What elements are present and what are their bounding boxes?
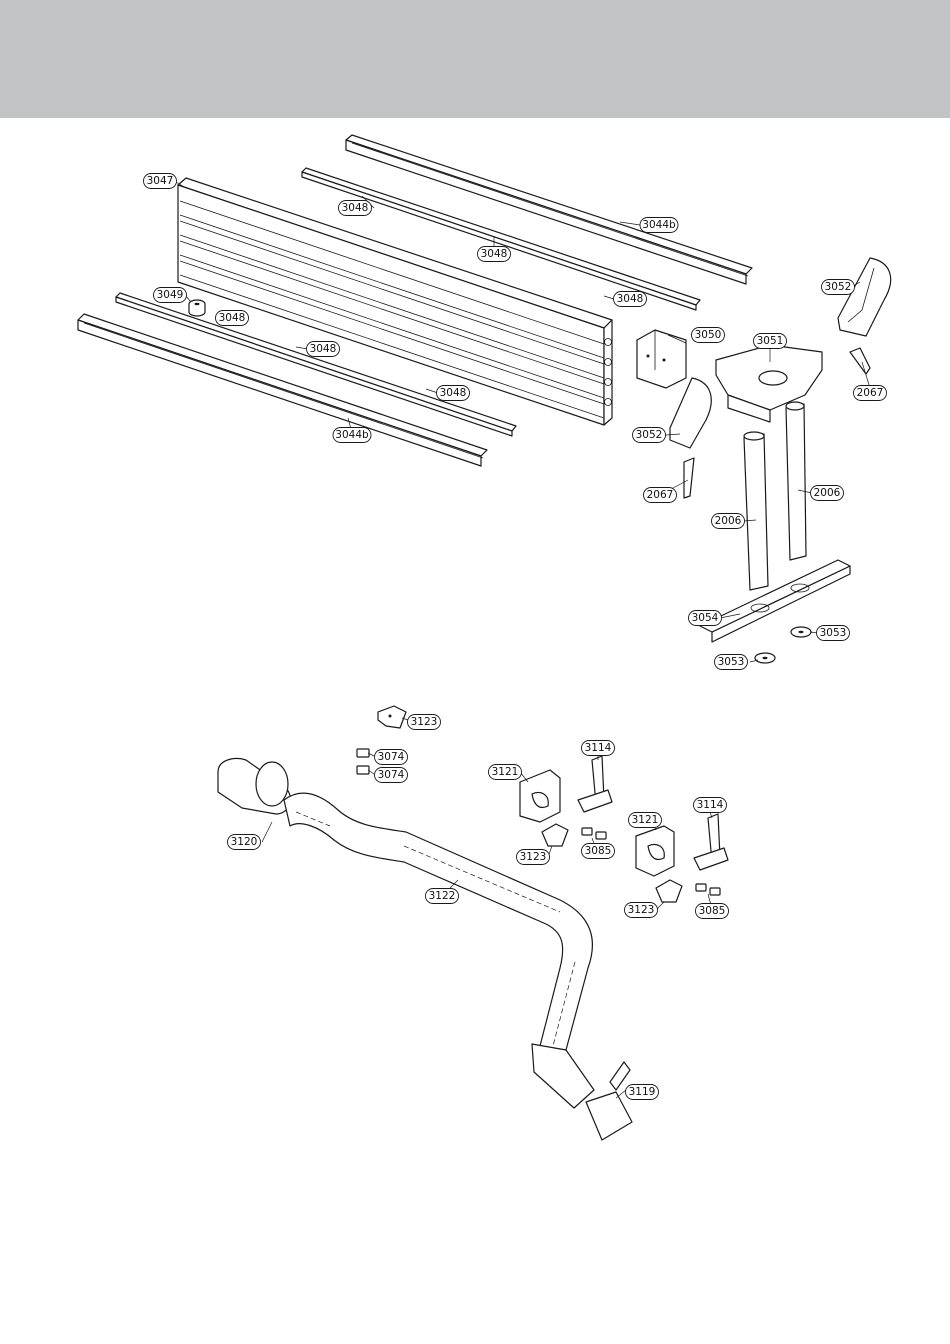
callout-3048: 3048 [437,386,470,401]
callout-3049: 3049 [154,288,187,303]
nut-3074-b [357,766,369,774]
washer-3053-right [791,627,811,637]
callout-text: 3053 [718,656,745,668]
callout-3123: 3123 [517,850,550,865]
callout-text: 2067 [857,387,884,399]
callout-text: 2006 [715,515,742,527]
nut-3085-a [582,828,606,839]
bracket-3114-b [694,814,728,870]
clip-3123-c [656,880,682,902]
callout-text: 3085 [699,905,726,917]
callout-text: 3085 [585,845,612,857]
clip-3123-b [542,824,568,846]
callout-text: 3050 [695,329,722,341]
callout-text: 3122 [429,890,456,902]
callout-text: 3051 [757,335,784,347]
callout-3048: 3048 [339,201,372,216]
callout-text: 3054 [692,612,719,624]
callout-3050: 3050 [692,328,725,343]
washer-3053-left [755,653,775,663]
callout-3047: 3047 [144,174,177,189]
callout-text: 3048 [481,248,508,260]
callout-3048: 3048 [478,247,511,262]
callout-3114: 3114 [694,798,727,813]
callout-2006: 2006 [712,514,745,529]
callout-text: 3114 [697,799,724,811]
leg-2006-right [786,402,806,560]
callout-3122: 3122 [426,889,459,904]
callout-3052: 3052 [633,428,666,443]
clamp-3121-a [520,770,560,822]
callout-text: 3048 [310,343,337,355]
callout-3044b: 3044b [333,428,371,443]
callout-text: 3052 [825,281,852,293]
callout-text: 3123 [520,851,547,863]
callout-2067: 2067 [644,488,677,503]
bracket-3050 [637,330,686,388]
callout-3085: 3085 [582,844,615,859]
callout-3085: 3085 [696,904,729,919]
callout-3123: 3123 [408,715,441,730]
head-plate-3051 [716,345,822,422]
callout-3123: 3123 [625,903,658,918]
callout-text: 3048 [440,387,467,399]
callout-3053: 3053 [817,626,850,641]
handle-3052-left [670,378,711,448]
callout-text: 3119 [629,1086,656,1098]
callout-3119: 3119 [626,1085,659,1100]
callout-text: 3044b [642,219,676,231]
nut-3085-b [696,884,720,895]
callout-3074: 3074 [375,768,408,783]
callout-3048: 3048 [307,342,340,357]
callout-text: 3114 [585,742,612,754]
nut-3074-a [357,749,369,757]
callout-3114: 3114 [582,741,615,756]
callout-3051: 3051 [754,334,787,349]
callout-2006: 2006 [811,486,844,501]
handle-3052-right [838,258,891,336]
callout-3074: 3074 [375,750,408,765]
callout-text: 3052 [636,429,663,441]
callout-text: 3074 [378,769,405,781]
callout-3121: 3121 [629,813,662,828]
callout-text: 3048 [219,312,246,324]
callout-2067: 2067 [854,386,887,401]
callout-text: 3044b [335,429,369,441]
callout-text: 3120 [231,836,258,848]
clamp-3121-b [636,826,674,876]
callout-3048: 3048 [614,292,647,307]
callout-text: 3123 [628,904,655,916]
callout-3054: 3054 [689,611,722,626]
callout-3052: 3052 [822,280,855,295]
callout-text: 3123 [411,716,438,728]
callout-text: 2067 [647,489,674,501]
knob-2067-left [684,458,694,498]
elbow-3119 [586,1062,632,1140]
bracket-3114-a [578,756,612,812]
callout-3120: 3120 [228,835,261,850]
callout-text: 3074 [378,751,405,763]
callout-3044b: 3044b [640,218,678,233]
callout-text: 3047 [147,175,174,187]
clip-3123-top [378,706,406,728]
callout-text: 3121 [492,766,519,778]
callout-3053: 3053 [715,655,748,670]
callout-3121: 3121 [489,765,522,780]
callout-text: 3048 [617,293,644,305]
duct-end-3120 [218,759,291,815]
callout-text: 3049 [157,289,184,301]
leg-2006-left [744,432,768,590]
callout-text: 3053 [820,627,847,639]
callout-text: 2006 [814,487,841,499]
callout-text: 3048 [342,202,369,214]
callout-text: 3121 [632,814,659,826]
knob-2067-right [850,348,870,374]
callout-3048: 3048 [216,311,249,326]
spacer-3049 [189,300,205,316]
